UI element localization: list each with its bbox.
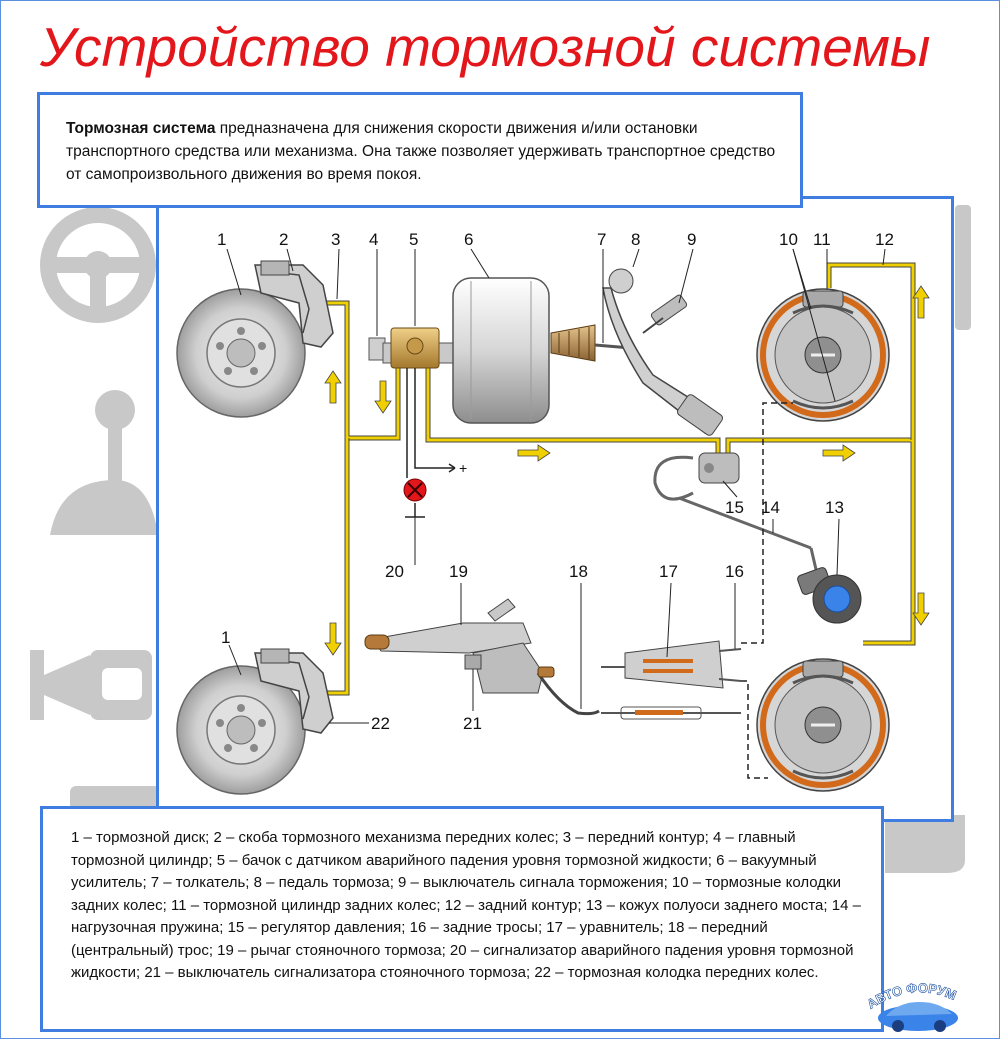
- rear-drum-brake-top: [756, 288, 890, 422]
- parking-brake-lever: [364, 598, 544, 694]
- brake-pedal: [602, 268, 724, 436]
- vacuum-booster: [452, 277, 550, 424]
- label-21: 21: [463, 714, 482, 733]
- door-icon: [955, 205, 971, 330]
- gear-shift-icon: [50, 390, 158, 535]
- rear-drum-brake-bottom: [756, 658, 890, 792]
- front-brake-disc-top: [176, 288, 306, 418]
- label-14: 14: [761, 498, 780, 517]
- warning-lamp: [403, 478, 427, 502]
- label-7: 7: [597, 230, 606, 249]
- legend-box: 1 – тормозной диск; 2 – скоба тормозного…: [40, 806, 884, 1032]
- front-caliper-bottom: [254, 648, 334, 734]
- label-15: 15: [725, 498, 744, 517]
- axle-housing: [797, 567, 862, 624]
- parking-brake-switch: [464, 654, 482, 670]
- label-6: 6: [464, 230, 473, 249]
- part-labels: 1 2 3 4 5 6 7 8 9 10 11 12 13 14 15 16 1…: [217, 230, 894, 733]
- label-18: 18: [569, 562, 588, 581]
- label-5: 5: [409, 230, 418, 249]
- flow-arrows: [324, 285, 930, 656]
- label-12: 12: [875, 230, 894, 249]
- label-13: 13: [825, 498, 844, 517]
- front-circuit-lines: [321, 300, 401, 696]
- intro-box: Тормозная система предназначена для сниж…: [37, 92, 803, 208]
- plus-sign: +: [459, 460, 467, 476]
- label-1-top: 1: [217, 230, 226, 249]
- diagram-panel: +: [156, 196, 954, 822]
- label-2: 2: [279, 230, 288, 249]
- leader-lines: [226, 248, 886, 724]
- front-brake-disc-bottom: [176, 665, 306, 795]
- label-10: 10: [779, 230, 798, 249]
- label-9: 9: [687, 230, 696, 249]
- fluid-reservoir: [390, 327, 440, 369]
- label-22: 22: [371, 714, 390, 733]
- horn-icon: [30, 650, 152, 720]
- steering-wheel-icon: [40, 207, 156, 323]
- label-16: 16: [725, 562, 744, 581]
- intro-text: предназначена для снижения скорости движ…: [66, 120, 776, 183]
- cable-equalizer: [601, 640, 742, 720]
- front-cable: [536, 666, 600, 716]
- label-20: 20: [385, 562, 404, 581]
- pressure-regulator: [653, 452, 740, 501]
- label-19: 19: [449, 562, 468, 581]
- stop-light-switch: [642, 294, 688, 334]
- load-spring: [678, 496, 820, 579]
- door-icon: [885, 815, 965, 873]
- brake-system-diagram: +: [176, 230, 930, 795]
- page-title: Устройство тормозной системы: [40, 16, 931, 78]
- rear-circuit-lines: [425, 262, 916, 646]
- forum-logo: АВТО ФОРУМ: [864, 980, 959, 1032]
- label-3: 3: [331, 230, 340, 249]
- label-11: 11: [813, 230, 831, 249]
- label-17: 17: [659, 562, 678, 581]
- front-caliper-top: [254, 260, 334, 348]
- seat-icon: [70, 786, 160, 810]
- label-1-bottom: 1: [221, 628, 230, 647]
- label-4: 4: [369, 230, 378, 249]
- legend-text: 1 – тормозной диск; 2 – скоба тормозного…: [71, 829, 861, 981]
- intro-bold-term: Тормозная система: [66, 120, 216, 137]
- rear-cables-dashed: [741, 402, 793, 779]
- label-8: 8: [631, 230, 640, 249]
